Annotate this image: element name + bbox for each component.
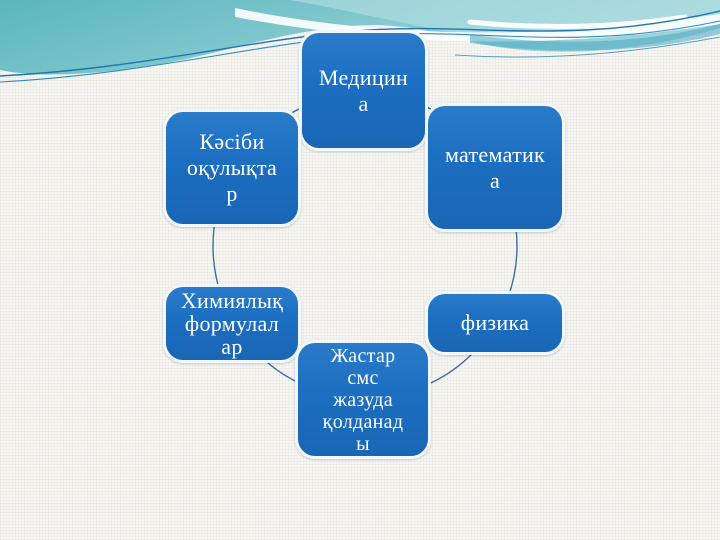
cycle-node-chemical-formulas: Химиялық формулал ар — [163, 284, 301, 363]
node-label-youth-sms-usage: Жастар смс жазуда қолданад ы — [322, 344, 404, 455]
node-label-mathematics: математик а — [444, 141, 546, 193]
node-label-medicine: Медицин а — [318, 64, 409, 116]
cycle-node-youth-sms-usage: Жастар смс жазуда қолданад ы — [295, 340, 431, 459]
node-label-professional-textbooks: Кәсіби оқулықта р — [186, 129, 278, 206]
cycle-node-professional-textbooks: Кәсіби оқулықта р — [163, 109, 301, 227]
node-label-physics: физика — [460, 310, 530, 336]
node-label-chemical-formulas: Химиялық формулал ар — [180, 287, 284, 360]
cycle-node-physics: физика — [425, 291, 565, 355]
cycle-node-medicine: Медицин а — [299, 30, 428, 151]
cycle-node-mathematics: математик а — [425, 103, 565, 232]
